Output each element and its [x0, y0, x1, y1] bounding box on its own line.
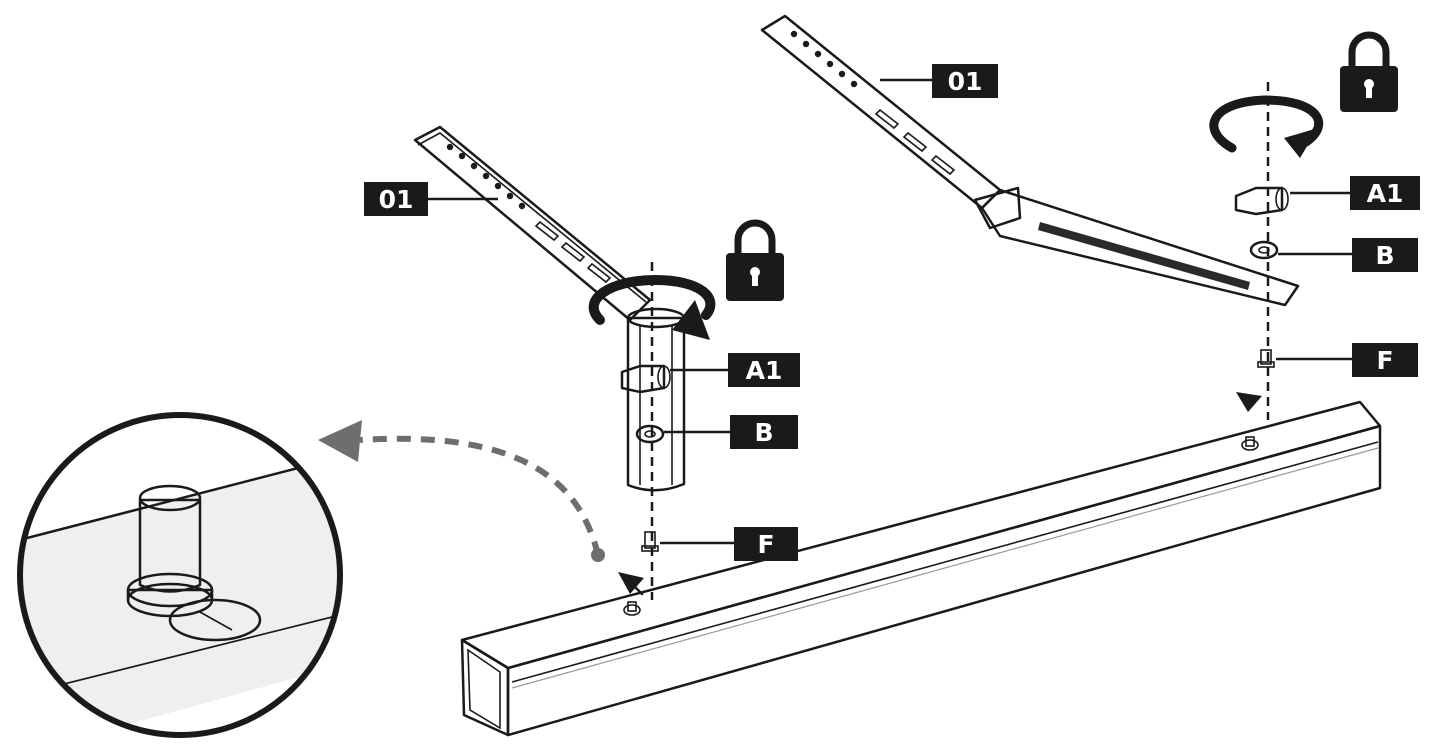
mount-hole-right — [1241, 436, 1259, 451]
callout-bracket-right-text: 01 — [948, 67, 983, 96]
callout-bolt-left: F — [734, 527, 798, 561]
callout-knob-right-text: A1 — [1367, 179, 1404, 208]
washer-right — [1249, 240, 1279, 260]
callout-bracket-left-text: 01 — [379, 185, 414, 214]
callout-washer-left: B — [730, 415, 798, 449]
lock-icon — [1340, 31, 1398, 112]
washer-left — [635, 424, 665, 444]
zoom-detail — [17, 412, 343, 738]
callout-bolt-right: F — [1352, 343, 1418, 377]
callout-knob-right: A1 — [1350, 176, 1420, 210]
knob-right — [1234, 186, 1289, 216]
mount-hole-left — [623, 601, 641, 616]
insert-arrow-icon — [1236, 392, 1262, 412]
bracket-right — [760, 14, 1300, 307]
pillar-left — [626, 307, 686, 492]
callout-bracket-right: 01 — [932, 64, 998, 98]
zoom-arrow-icon — [318, 420, 605, 562]
bolt-left — [641, 531, 659, 552]
callout-washer-right-text: B — [1375, 241, 1394, 270]
lock-icon — [726, 219, 784, 301]
callout-knob-left: A1 — [728, 353, 800, 387]
callout-bolt-right-text: F — [1376, 346, 1393, 375]
callout-knob-left-text: A1 — [746, 356, 783, 385]
knob-left — [620, 364, 671, 394]
bracket-left — [413, 125, 652, 322]
rotate-arrow-icon — [1209, 95, 1324, 158]
callout-bolt-left-text: F — [757, 530, 774, 559]
callout-washer-left-text: B — [754, 418, 773, 447]
callout-washer-right: B — [1352, 238, 1418, 272]
rotate-arrow-icon — [588, 274, 716, 340]
callout-bracket-left: 01 — [364, 182, 428, 216]
soundbar — [460, 400, 1382, 737]
bolt-right — [1257, 349, 1275, 368]
